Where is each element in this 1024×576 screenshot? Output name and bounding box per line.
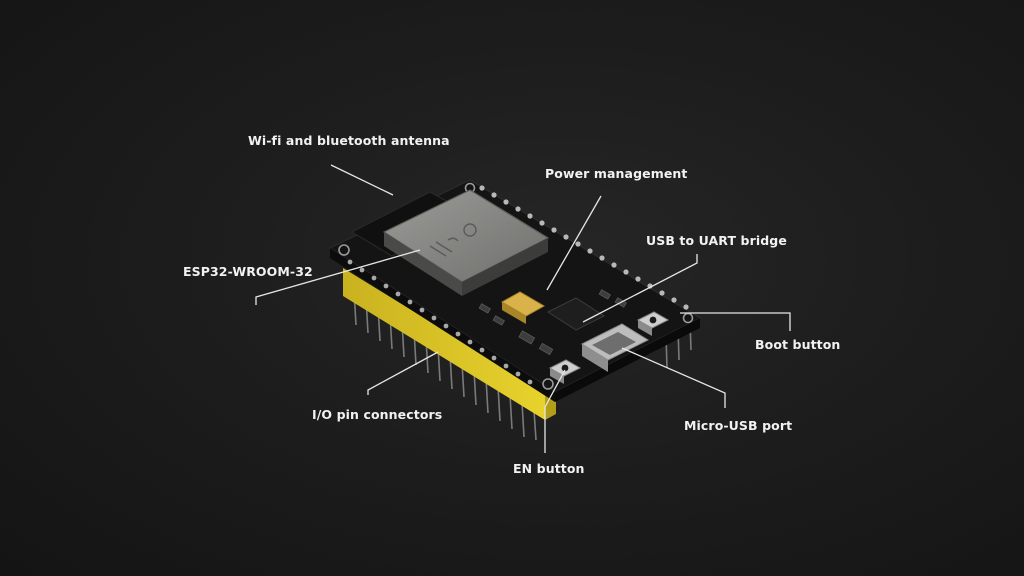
label-boot-button: Boot button <box>755 337 841 352</box>
smd-components <box>478 289 627 356</box>
leader-lines <box>255 164 791 453</box>
label-esp32-module: ESP32-WROOM-32 <box>183 264 313 279</box>
leader-module <box>255 249 421 305</box>
module-marking <box>429 223 477 257</box>
label-en-button: EN button <box>513 461 585 476</box>
front-pin-header <box>343 268 545 420</box>
leader-io-pins <box>367 351 439 395</box>
front-pin-row <box>347 259 533 385</box>
leader-power <box>546 195 602 291</box>
label-io-pins: I/O pin connectors <box>312 407 443 422</box>
leader-usb-uart <box>582 254 698 323</box>
leader-boot <box>680 312 791 331</box>
en-button-component <box>548 359 582 384</box>
leader-micro-usb <box>621 347 726 408</box>
usb-uart-chip <box>546 297 606 331</box>
leader-antenna <box>330 164 394 196</box>
label-power-management: Power management <box>545 166 688 181</box>
label-antenna: Wi-fi and bluetooth antenna <box>248 133 450 148</box>
label-usb-uart-bridge: USB to UART bridge <box>646 233 787 248</box>
leader-en-button <box>544 369 566 453</box>
mounting-holes <box>338 182 694 390</box>
label-micro-usb-port: Micro-USB port <box>684 418 793 433</box>
boot-button-component <box>636 311 670 336</box>
